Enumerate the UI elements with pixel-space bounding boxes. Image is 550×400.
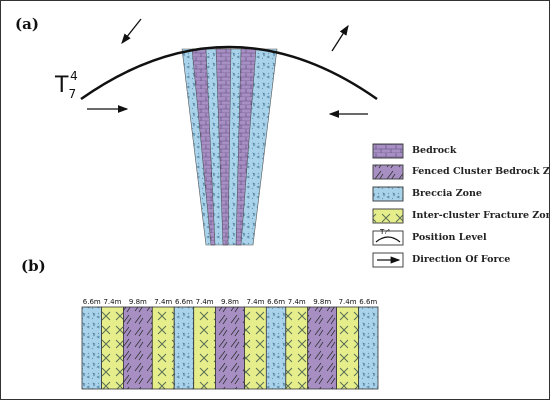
horizon-superscript: 4	[70, 69, 78, 83]
width-label: 6.6m	[359, 298, 378, 306]
section-zone-fenced	[215, 306, 245, 390]
legend-swatch-position	[372, 230, 404, 246]
section-zone-breccia	[173, 306, 195, 390]
legend-arc-icon	[375, 236, 401, 243]
legend-swatch-fracture	[372, 208, 404, 224]
legend-label: Direction Of Force	[412, 254, 511, 265]
section-zone-breccia	[265, 306, 287, 390]
width-label: 7.4m	[195, 298, 214, 306]
horizon-label: T7 4	[55, 69, 78, 101]
width-label: 7.4m	[287, 298, 306, 306]
legend-swatches	[372, 143, 404, 268]
section-zone-fracture	[151, 306, 175, 390]
section-zone-breccia	[358, 306, 379, 390]
section-zone-fracture	[285, 306, 309, 390]
width-label: 7.4m	[338, 298, 357, 306]
legend-swatch-breccia	[372, 186, 404, 202]
width-label: 9.8m	[128, 298, 147, 306]
wedge	[181, 48, 278, 246]
horizon-subscript: 7	[68, 87, 77, 101]
legend-label: Breccia Zone	[412, 188, 482, 199]
width-label: 7.4m	[103, 298, 122, 306]
cross-section	[81, 306, 379, 390]
section-zone-fracture	[193, 306, 216, 390]
width-label: 9.8m	[313, 298, 332, 306]
width-label: 6.6m	[174, 298, 193, 306]
horizon-base: T	[55, 73, 69, 98]
panel-label-a: (a)	[15, 15, 39, 33]
section-zone-fracture	[101, 306, 124, 390]
force-arrow-top-right	[331, 24, 349, 52]
panel-label-b: (b)	[21, 257, 46, 275]
width-label: 7.4m	[154, 298, 173, 306]
force-arrow-top-left	[121, 18, 142, 45]
legend-swatch-fenced	[372, 164, 404, 180]
legend-swatch-bedrock	[372, 143, 404, 159]
section-zone-fracture	[244, 306, 267, 390]
legend-label: Position Level	[412, 232, 487, 243]
section-zone-fenced	[123, 306, 153, 390]
width-label: 6.6m	[82, 298, 101, 306]
bedrock-strip-2	[215, 48, 232, 246]
section-zone-fracture	[336, 306, 359, 390]
position-level-arc	[80, 45, 378, 101]
legend-label: Fenced Cluster Bedrock Zone	[412, 166, 550, 177]
width-label: 6.6m	[267, 298, 286, 306]
width-label: 9.8m	[221, 298, 239, 306]
legend-label: Inter-cluster Fracture Zone	[412, 210, 550, 221]
section-zone-fenced	[307, 306, 338, 390]
legend-position-icon-text: T₇⁴	[380, 228, 390, 236]
legend-label: Bedrock	[412, 145, 457, 156]
section-zone-breccia	[81, 306, 102, 390]
width-label: 7.4m	[246, 298, 265, 306]
